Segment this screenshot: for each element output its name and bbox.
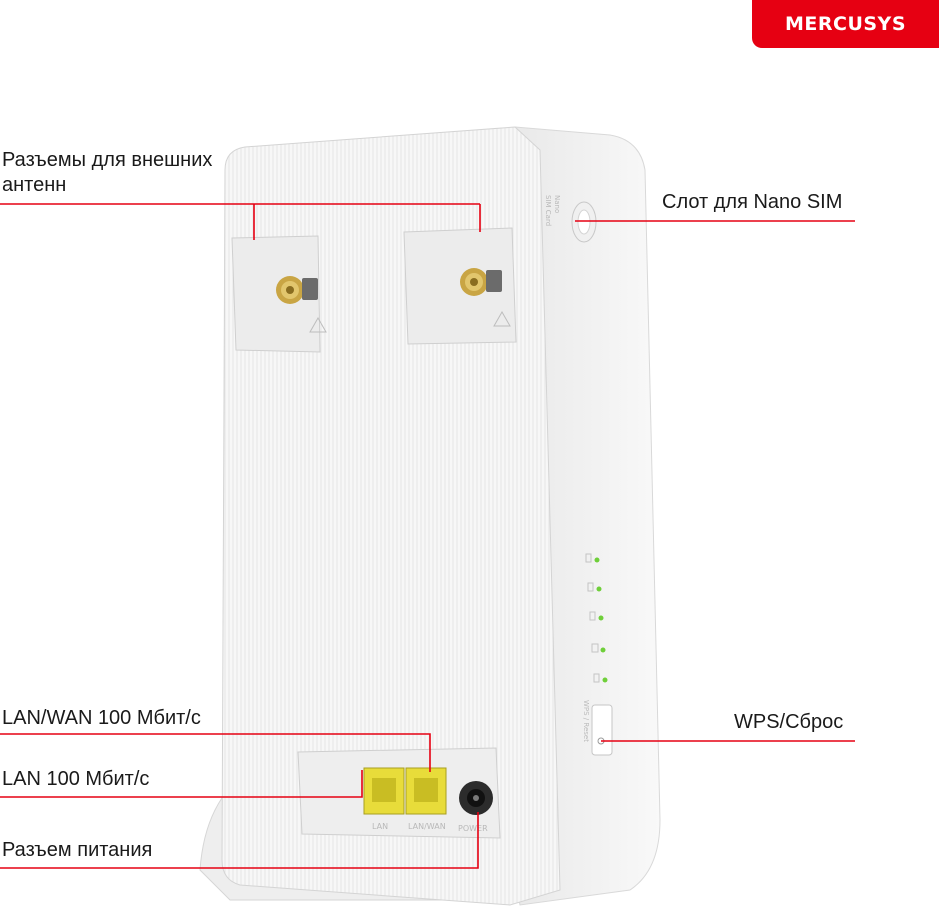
sim-marking-2: SIM Card [544,195,552,226]
mercusys-logo: MERCUSYS [752,0,939,48]
port-marking-lan-wan: LAN/WAN [408,822,446,831]
callout-line-lan-wan [0,733,431,772]
label-antenna-connectors: Разъемы для внешних антенн [2,148,212,198]
antenna-connector-left [231,235,327,353]
sim-marking: Nano [553,195,561,213]
logo-text: MERCUSYS [784,13,906,35]
status-leds [585,553,608,683]
port-panel: LAN LAN/WAN POWER [297,747,501,839]
nano-sim-slot: Nano SIM Card [544,195,597,243]
label-antenna-connectors-line2: антенн [2,174,67,196]
lan-wan-port [405,767,447,815]
lan-port [363,767,405,815]
power-jack [459,781,493,815]
label-antenna-connectors-line1: Разъемы для внешних [2,149,213,171]
callout-line-lan [0,770,363,798]
label-lan-port: LAN 100 Мбит/с [2,768,150,790]
antenna-connector-right [403,227,517,345]
port-marking-lan: LAN [372,822,388,831]
label-lan-wan-port: LAN/WAN 100 Мбит/с [2,707,201,729]
callout-line-power [0,812,479,869]
wps-marking: WPS / Reset [582,700,590,742]
port-marking-power: POWER [458,824,488,833]
label-wps-reset: WPS/Сброс [734,711,844,733]
callout-lines [0,203,855,869]
label-power-jack: Разъем питания [2,839,153,861]
label-nano-sim-slot: Слот для Nano SIM [662,191,843,213]
